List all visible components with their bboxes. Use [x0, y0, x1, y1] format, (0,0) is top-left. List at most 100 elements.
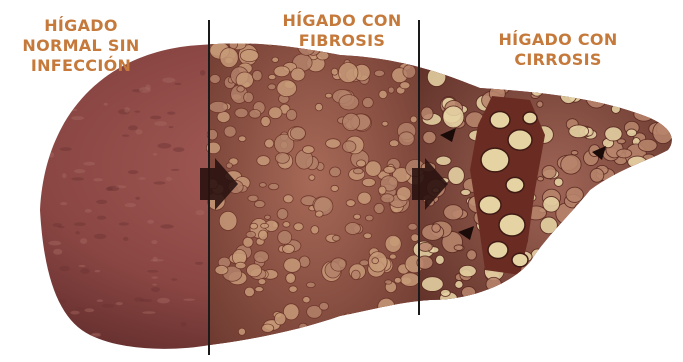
texture-streak: [154, 181, 166, 184]
nodule: [259, 183, 266, 188]
nodule: [303, 297, 310, 303]
texture-streak: [160, 224, 173, 228]
texture-streak: [153, 257, 158, 262]
texture-streak: [150, 116, 161, 120]
nodule: [627, 129, 637, 137]
nodule: [261, 116, 271, 126]
texture-streak: [134, 111, 140, 113]
texture-streak: [171, 169, 180, 171]
nodule: [570, 283, 579, 291]
nodule: [274, 66, 290, 77]
nodule: [599, 294, 613, 303]
nodule: [220, 48, 238, 68]
nodule: [479, 196, 501, 215]
nodule: [286, 273, 296, 283]
nodule: [499, 214, 525, 236]
nodule: [354, 214, 361, 219]
nodule: [423, 131, 436, 143]
nodule: [633, 202, 648, 211]
nodule: [275, 313, 286, 325]
nodule: [549, 244, 571, 266]
texture-streak: [167, 112, 175, 115]
nodule: [569, 125, 589, 138]
texture-streak: [60, 147, 72, 151]
texture-streak: [152, 276, 158, 278]
nodule: [472, 71, 488, 83]
nodule: [641, 216, 663, 231]
nodule: [399, 132, 415, 146]
texture-streak: [74, 222, 86, 226]
nodule: [575, 202, 594, 214]
nodule: [382, 121, 388, 126]
nodule: [523, 112, 537, 124]
nodule: [358, 192, 371, 204]
texture-streak: [153, 153, 157, 156]
nodule: [625, 261, 639, 275]
nodule: [617, 149, 632, 158]
texture-streak: [53, 299, 67, 303]
texture-streak: [196, 210, 205, 215]
nodule: [638, 238, 650, 252]
nodule: [235, 262, 246, 269]
nodule: [303, 146, 315, 154]
nodule: [261, 223, 269, 228]
texture-streak: [151, 240, 157, 244]
texture-streak: [134, 297, 144, 301]
texture-streak: [173, 147, 184, 152]
texture-streak: [119, 222, 129, 225]
texture-streak: [74, 307, 84, 310]
texture-streak: [85, 209, 92, 213]
nodule: [618, 286, 628, 297]
label-cirrhosis-liver: HÍGADO CON CIRROSIS: [468, 30, 648, 70]
nodule: [277, 80, 297, 97]
nodule: [582, 209, 599, 227]
nodule: [351, 314, 364, 322]
texture-streak: [97, 216, 106, 220]
nodule: [339, 95, 359, 110]
texture-streak: [59, 266, 70, 271]
nodule: [461, 189, 471, 195]
nodule: [505, 286, 512, 290]
nodule: [592, 230, 610, 247]
texture-streak: [85, 308, 95, 312]
nodule: [345, 223, 360, 235]
nodule: [481, 148, 509, 172]
nodule: [542, 166, 556, 179]
texture-streak: [92, 333, 101, 336]
nodule: [580, 77, 598, 91]
texture-streak: [142, 311, 155, 314]
nodule: [315, 103, 322, 111]
nodule: [284, 258, 301, 272]
nodule: [537, 101, 543, 107]
nodule: [590, 168, 604, 182]
nodule: [499, 71, 521, 89]
nodule: [424, 300, 430, 307]
label-line: HÍGADO CON: [468, 30, 648, 50]
texture-streak: [139, 177, 146, 180]
nodule: [314, 328, 324, 335]
texture-streak: [151, 287, 160, 292]
nodule: [209, 101, 228, 112]
nodule: [422, 277, 444, 292]
nodule: [408, 223, 417, 230]
nodule: [653, 121, 674, 144]
nodule: [343, 113, 360, 130]
nodule: [537, 177, 543, 181]
nodule: [546, 249, 563, 267]
nodule: [419, 242, 433, 251]
nodule: [294, 223, 304, 231]
nodule: [265, 139, 274, 148]
nodule: [436, 156, 451, 165]
nodule: [385, 280, 392, 284]
texture-streak: [48, 241, 61, 246]
nodule: [455, 281, 463, 289]
nodule: [642, 102, 656, 112]
nodule: [538, 253, 551, 263]
nodule: [545, 262, 554, 271]
nodule: [315, 211, 323, 217]
texture-streak: [125, 203, 136, 207]
texture-streak: [158, 143, 172, 149]
nodule: [306, 282, 315, 288]
nodule: [665, 121, 678, 131]
nodule: [338, 63, 358, 83]
